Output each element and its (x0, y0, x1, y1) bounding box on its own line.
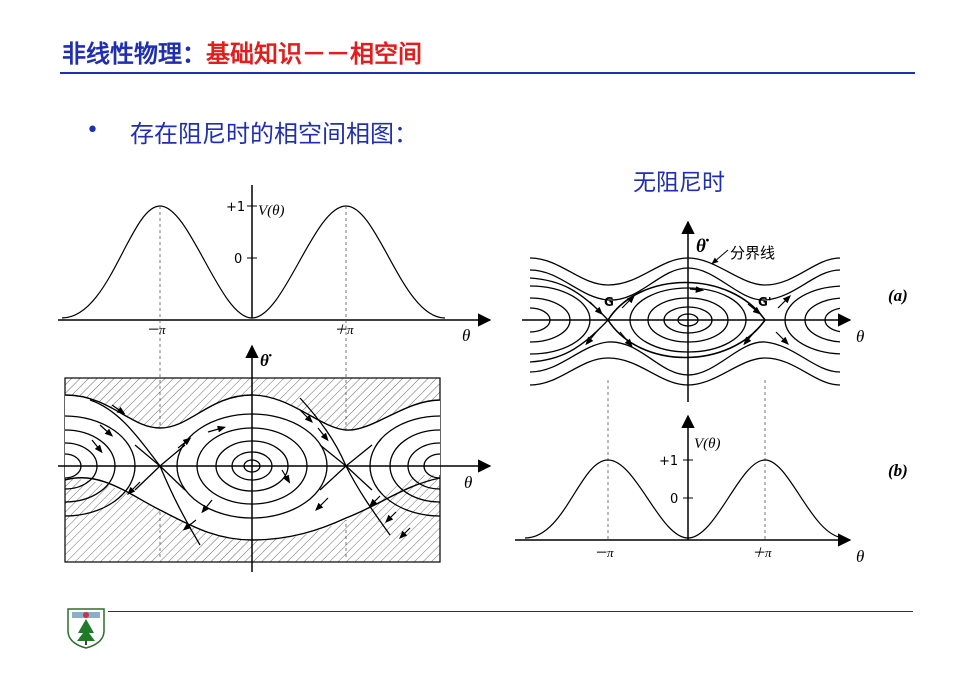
title-underline (60, 72, 915, 74)
right-tick-neg-pi: －π (594, 545, 614, 560)
left-y-label: V(θ) (258, 203, 285, 219)
saddle-g-left: G (604, 295, 614, 309)
bullet-dot-icon: • (86, 118, 99, 143)
left-phase-x-label: θ (464, 473, 472, 492)
right-potential-curve (524, 459, 846, 539)
right-tick-pos-pi: ＋π (752, 545, 772, 560)
separatrix-pointer (711, 249, 729, 265)
right-y-label: V(θ) (694, 436, 721, 452)
footer-rule (108, 611, 913, 612)
left-tick-zero: 0 (234, 252, 242, 267)
right-panel-tag-b: (b) (888, 461, 908, 480)
left-tick-neg-pi: －π (146, 322, 166, 337)
right-flow-arrows (585, 286, 791, 348)
right-phase-plot: θ̇ 分界线 G G' (a) θ (522, 220, 908, 402)
saddle-g-right: G' (758, 295, 772, 309)
left-tick-pos-pi: ＋π (334, 322, 354, 337)
left-phase-plot: θ̇ θ (58, 344, 492, 572)
bullet-text: 存在阻尼时的相空间相图： (130, 120, 418, 148)
left-tick-top: +1 (226, 200, 245, 215)
right-tick-top: +1 (659, 454, 678, 469)
right-phase-x-label: θ (856, 327, 864, 346)
right-tick-zero: 0 (670, 492, 678, 507)
undamped-caption: 无阻尼时 (633, 170, 725, 196)
left-flow-arrows (91, 404, 411, 539)
right-panel-tag-a: (a) (888, 286, 908, 305)
right-phase-y-label: θ̇ (696, 236, 709, 257)
left-potential-curve (61, 205, 446, 319)
left-phase-y-label: θ̇ (260, 351, 272, 370)
right-potential-plot: +1 0 V(θ) －π ＋π (b) θ (515, 380, 908, 566)
separatrix-label: 分界线 (730, 244, 775, 262)
left-x-label: θ (462, 326, 470, 345)
title-main: 基础知识－－相空间 (206, 40, 422, 68)
slide-title: 非线性物理：基础知识－－相空间 (62, 38, 422, 70)
title-prefix: 非线性物理： (62, 40, 206, 68)
right-potential-x-label: θ (856, 547, 864, 566)
university-logo (67, 608, 105, 649)
